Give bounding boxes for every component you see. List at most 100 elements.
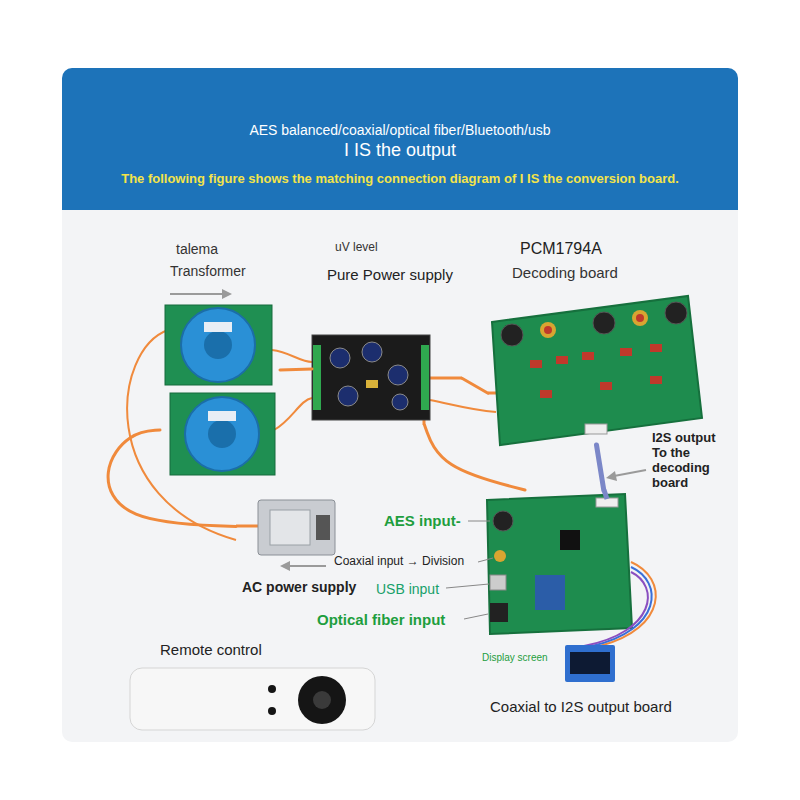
capacitor bbox=[338, 386, 358, 406]
display-module bbox=[565, 645, 615, 682]
power-wire bbox=[425, 425, 526, 490]
transformer-board bbox=[165, 305, 272, 385]
wire bbox=[272, 350, 312, 362]
part-label: Remote control bbox=[160, 641, 262, 658]
capacitor bbox=[362, 342, 382, 362]
node-label: Decoding board bbox=[512, 264, 618, 281]
capacitor bbox=[392, 394, 408, 410]
input-label: AES input- bbox=[384, 512, 461, 529]
converter-board: Coaxial to I2S output board bbox=[480, 490, 705, 722]
xlr-connector bbox=[501, 324, 523, 346]
node-label: Pure Power supply bbox=[327, 266, 453, 283]
relay bbox=[650, 376, 662, 384]
rca-connector bbox=[632, 310, 648, 326]
rca-connector bbox=[636, 314, 644, 322]
ac-inlet bbox=[316, 515, 330, 540]
ac-socket bbox=[258, 500, 335, 555]
usb-input bbox=[490, 575, 506, 590]
rca-connector bbox=[540, 322, 556, 338]
panel-background bbox=[62, 68, 738, 742]
transformer-board bbox=[170, 393, 275, 475]
leader-line bbox=[468, 521, 490, 522]
relay bbox=[600, 382, 612, 390]
xlr-connector bbox=[593, 312, 615, 334]
arrow-head bbox=[280, 561, 290, 571]
remote-button bbox=[268, 685, 276, 693]
power-supply-board: uV levelPure Power supply bbox=[312, 238, 462, 425]
decoding-board: PCM1794A Decoding board bbox=[488, 238, 705, 445]
input-label: Coaxial input → Division bbox=[334, 555, 464, 569]
rca-connector bbox=[544, 326, 552, 334]
header-band: AES balanced/coaxial/optical fiber/Bluet… bbox=[62, 68, 738, 210]
relay bbox=[556, 356, 568, 364]
relay bbox=[540, 390, 552, 398]
remote-dpad bbox=[298, 676, 346, 724]
arrow-head bbox=[606, 471, 617, 481]
remote-button bbox=[313, 691, 331, 709]
wire bbox=[236, 525, 258, 528]
i2s-ribbon-cable bbox=[597, 445, 604, 490]
input-label: Optical fiber input bbox=[317, 611, 445, 628]
power-wire bbox=[462, 378, 488, 393]
chip bbox=[560, 530, 580, 550]
terminal-block bbox=[421, 345, 429, 410]
leader-line bbox=[478, 558, 493, 562]
node-label: Transformer bbox=[170, 263, 246, 279]
node-label: PCM1794A bbox=[520, 240, 602, 258]
leader-line bbox=[464, 614, 488, 619]
node-label: AC power supply bbox=[242, 579, 356, 595]
ac-socket bbox=[270, 510, 310, 545]
xlr-input bbox=[493, 511, 513, 531]
node-label: talema bbox=[176, 241, 218, 257]
remote-button bbox=[268, 707, 276, 715]
converter-pcb bbox=[487, 494, 632, 634]
node-label: Coaxial to I2S output board bbox=[490, 698, 672, 715]
pointer-arrow bbox=[614, 470, 646, 476]
wire bbox=[430, 377, 462, 380]
arrow-head bbox=[222, 289, 232, 299]
bluetooth-module bbox=[535, 575, 565, 610]
power-wire bbox=[108, 430, 236, 527]
component bbox=[366, 380, 378, 388]
part-label: Display screen bbox=[482, 652, 548, 664]
heading-text: The following figure shows the matching … bbox=[62, 172, 738, 187]
power-wire bbox=[280, 369, 312, 370]
toroid-core bbox=[208, 420, 236, 448]
pointer-arrow bbox=[170, 293, 224, 295]
wire bbox=[274, 398, 312, 430]
decoding-board-pcb bbox=[492, 296, 702, 445]
transformer-sticker bbox=[204, 322, 232, 332]
callout-label: I2S output To the decoding board bbox=[652, 430, 732, 490]
capacitor bbox=[388, 365, 408, 385]
display-cable bbox=[584, 572, 648, 646]
i2s-connector bbox=[585, 424, 607, 434]
coaxial-input bbox=[494, 550, 506, 562]
toroid-core bbox=[204, 331, 232, 359]
transformer-module: talemaTransformer bbox=[160, 238, 280, 478]
heading-text: I IS the output bbox=[62, 140, 738, 161]
optical-input bbox=[490, 603, 508, 622]
leader-line bbox=[446, 584, 489, 588]
display-screen bbox=[570, 652, 610, 674]
pointer-arrow bbox=[290, 565, 326, 567]
transformer-sticker bbox=[208, 411, 236, 421]
power-board bbox=[312, 335, 430, 420]
relay bbox=[530, 360, 542, 368]
heading-text: AES balanced/coaxial/optical fiber/Bluet… bbox=[62, 122, 738, 138]
xlr-connector bbox=[665, 302, 687, 324]
node-label: uV level bbox=[335, 241, 378, 255]
relay bbox=[582, 352, 594, 360]
relay bbox=[620, 348, 632, 356]
display-cable bbox=[592, 567, 652, 646]
terminal-block bbox=[313, 345, 321, 410]
capacitor bbox=[330, 348, 350, 368]
input-label: USB input bbox=[376, 581, 439, 597]
wire bbox=[430, 400, 496, 412]
ac-power-socket: AC power supply bbox=[236, 495, 364, 600]
toroid-transformer bbox=[185, 397, 259, 471]
toroid-transformer bbox=[181, 308, 255, 382]
i2s-connector bbox=[596, 498, 618, 507]
